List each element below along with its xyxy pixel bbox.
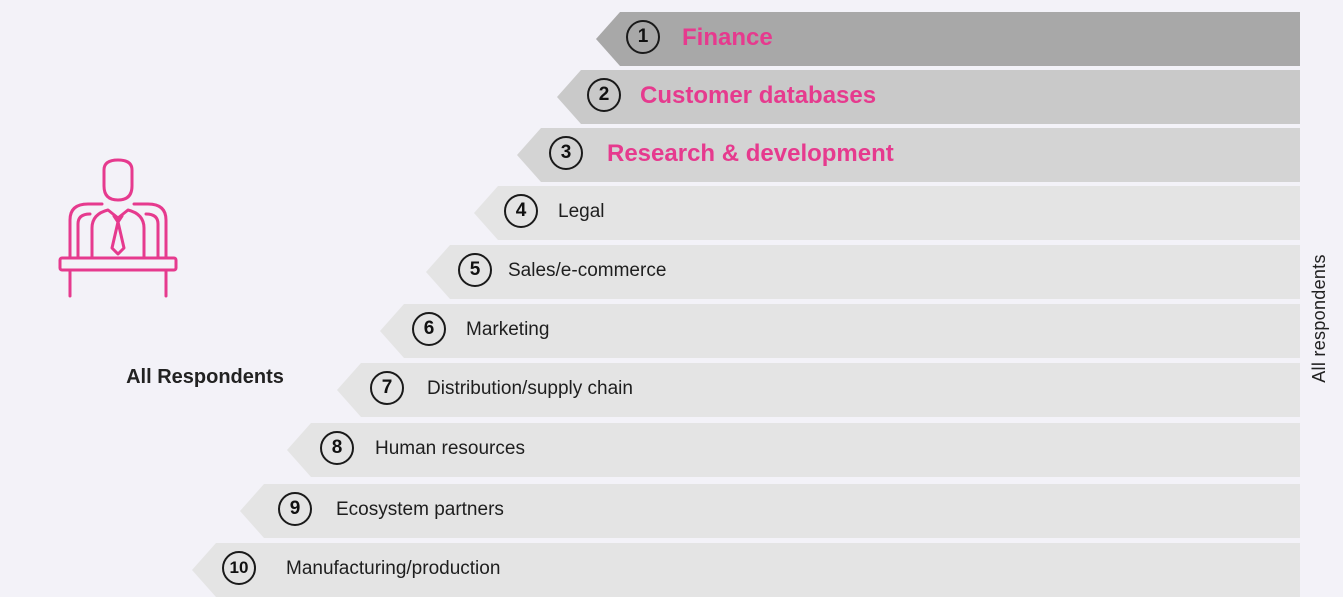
step-label: Customer databases bbox=[640, 82, 877, 109]
rank-badge: 8 bbox=[320, 431, 354, 465]
step-5: 5 Sales/e-commerce bbox=[426, 245, 1300, 299]
rank-badge: 3 bbox=[549, 136, 583, 170]
step-label: Sales/e-commerce bbox=[508, 260, 667, 281]
step-label: Human resources bbox=[375, 438, 525, 459]
step-6: 6 Marketing bbox=[380, 304, 1300, 358]
rank-badge: 2 bbox=[587, 78, 621, 112]
step-2: 2 Customer databases bbox=[557, 70, 1300, 124]
step-label: Distribution/supply chain bbox=[427, 378, 633, 399]
step-label: Research & development bbox=[607, 140, 894, 167]
rank-badge: 6 bbox=[412, 312, 446, 346]
step-label: Ecosystem partners bbox=[336, 499, 504, 520]
rank-badge: 5 bbox=[458, 253, 492, 287]
step-10: 10 Manufacturing/production bbox=[192, 543, 1300, 597]
side-axis-label: All respondents bbox=[1307, 218, 1331, 418]
step-4: 4 Legal bbox=[474, 186, 1300, 240]
rank-badge: 10 bbox=[222, 551, 256, 585]
rank-badge: 4 bbox=[504, 194, 538, 228]
step-7: 7 Distribution/supply chain bbox=[337, 363, 1300, 417]
step-label: Manufacturing/production bbox=[286, 558, 501, 579]
rank-badge: 9 bbox=[278, 492, 312, 526]
step-1: 1 Finance bbox=[596, 12, 1300, 66]
step-label: Marketing bbox=[466, 319, 550, 340]
step-8: 8 Human resources bbox=[287, 423, 1300, 477]
step-label: Legal bbox=[558, 201, 605, 222]
person-at-desk-icon bbox=[48, 158, 208, 308]
rank-badge: 7 bbox=[370, 371, 404, 405]
step-3: 3 Research & development bbox=[517, 128, 1300, 182]
rank-badge: 1 bbox=[626, 20, 660, 54]
step-9: 9 Ecosystem partners bbox=[240, 484, 1300, 538]
respondents-caption: All Respondents bbox=[126, 366, 284, 388]
step-label: Finance bbox=[682, 24, 773, 51]
side-label-text: All respondents bbox=[1308, 253, 1329, 383]
